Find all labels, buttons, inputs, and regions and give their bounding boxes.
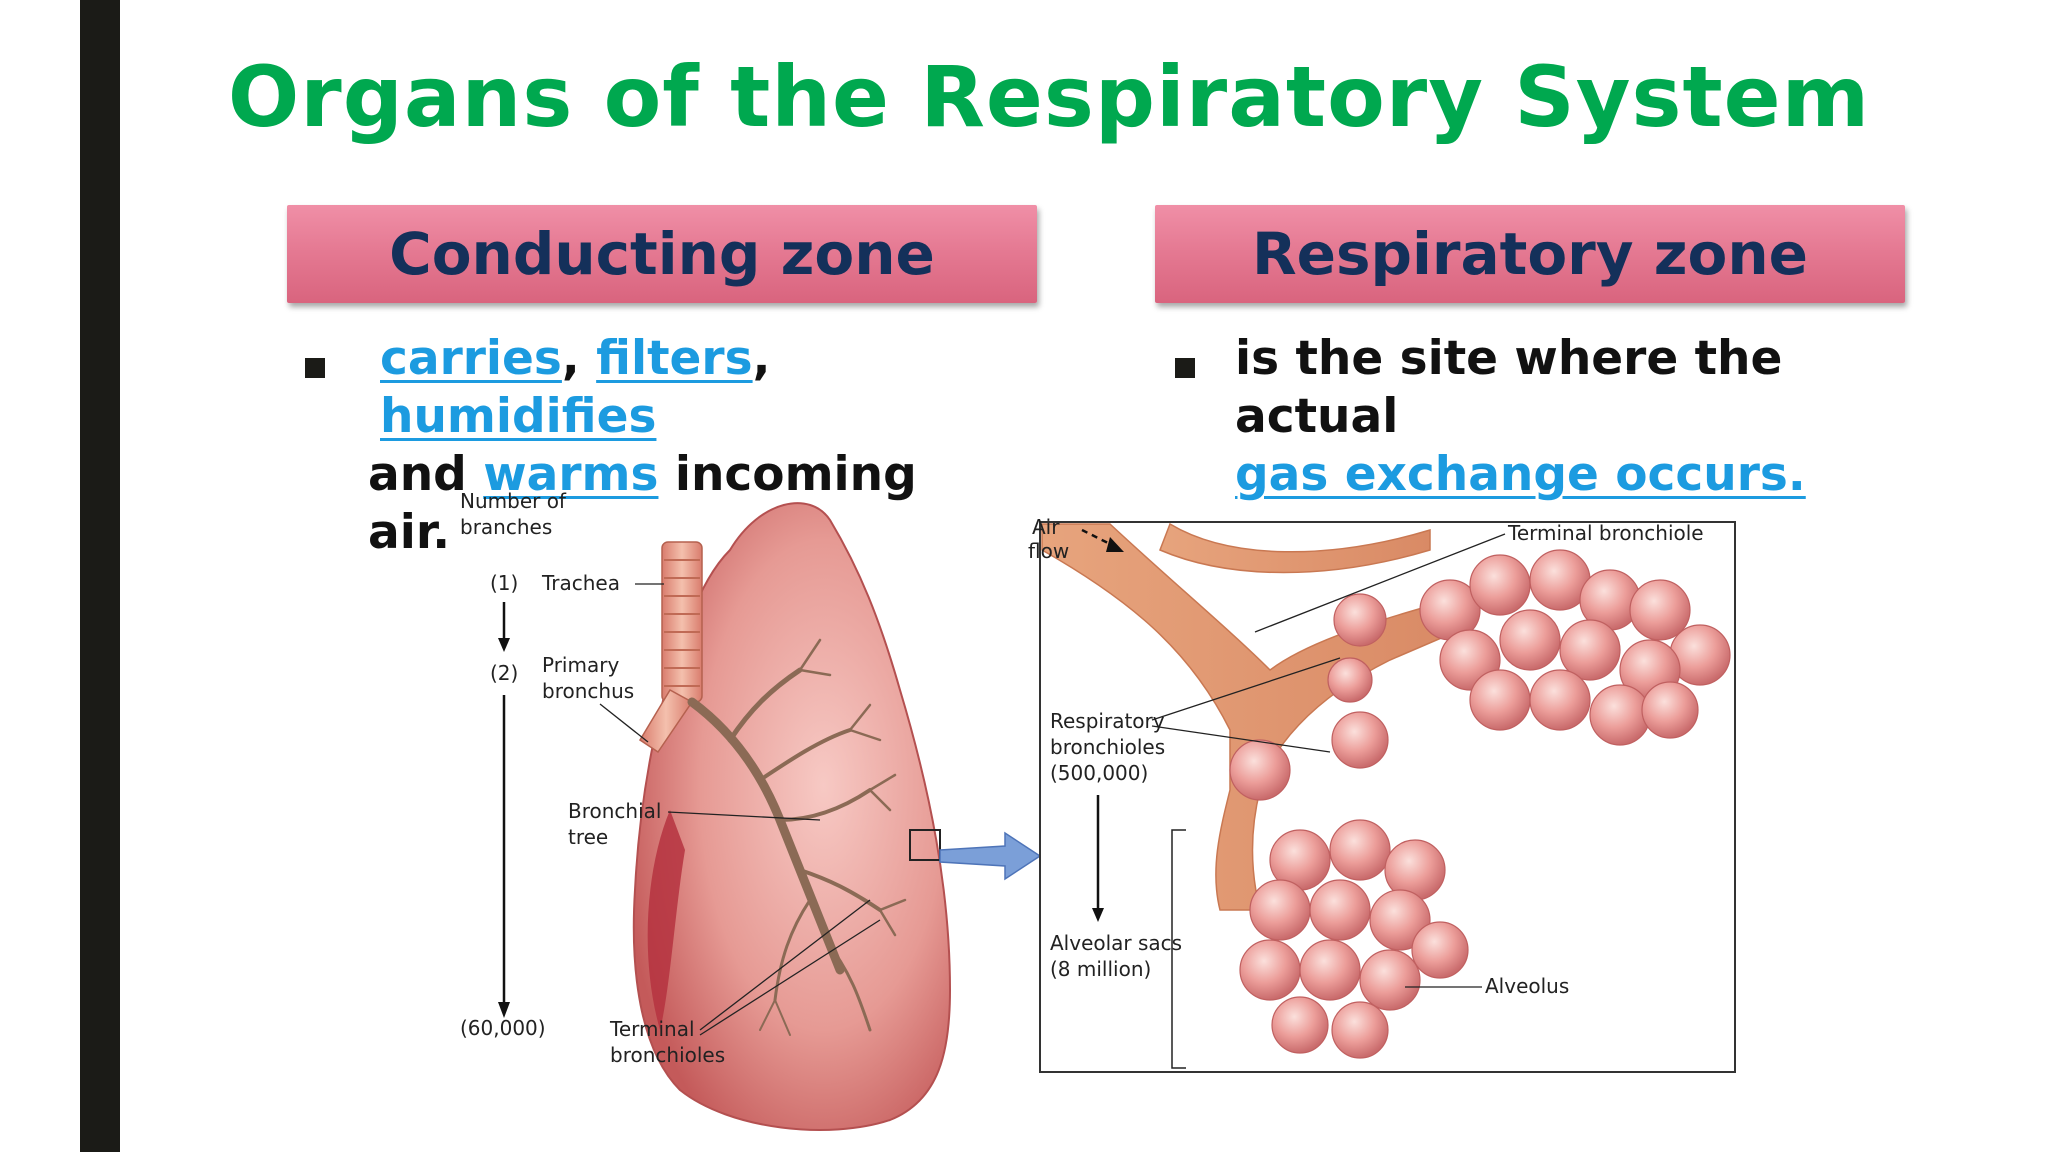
svg-text:bronchioles: bronchioles [1050,735,1165,759]
bullet-square-icon [1175,358,1195,378]
link-filters[interactable]: filters [596,331,753,386]
label-primary-bronchus: Primary [542,653,619,677]
label-number-of-branches: Number of [460,490,567,513]
slide-title: Organs of the Respiratory System [227,48,1871,146]
left-accent-bar [80,0,120,1152]
label-count-2: (2) [490,661,518,685]
svg-text:flow: flow [1028,539,1069,563]
svg-text:tree: tree [568,825,608,849]
trachea-shape [661,541,703,703]
svg-text:(500,000): (500,000) [1050,761,1148,785]
svg-text:bronchus: bronchus [542,679,634,703]
respiratory-diagram: Number of branches (1) (2) (60,000) Trac… [460,490,1736,1131]
conducting-zone-description: carries, filters, humidifies and warms i… [368,331,917,560]
lung-shape [632,502,952,1131]
label-respiratory-bronchioles: Respiratory [1050,709,1165,733]
label-alveolar-sacs: Alveolar sacs [1050,931,1182,955]
svg-text:bronchioles: bronchioles [610,1043,725,1067]
svg-text:(8 million): (8 million) [1050,957,1151,981]
label-terminal-bronchioles: Terminal [609,1017,695,1041]
label-count-60000: (60,000) [460,1016,546,1040]
label-terminal-bronchiole: Terminal bronchiole [1507,521,1704,545]
link-warms[interactable]: warms [483,447,659,502]
respiratory-zone-description: is the site where the actual gas exchang… [1235,331,1806,502]
label-bronchial-tree: Bronchial [568,799,661,823]
link-carries[interactable]: carries [380,331,562,386]
label-trachea: Trachea [541,571,620,595]
respiratory-zone-header: Respiratory zone [1155,205,1905,303]
label-count-1: (1) [490,571,518,595]
alveolar-sac-cluster [1229,549,1731,801]
label-alveolus: Alveolus [1485,974,1569,998]
zoom-box [909,829,941,861]
alveolar-sac-cluster [1239,819,1469,1059]
svg-text:branches: branches [460,515,552,539]
link-gas-exchange[interactable]: gas exchange occurs. [1235,447,1806,502]
conducting-zone-header: Conducting zone [287,205,1037,303]
zoom-arrow-icon [939,831,1042,881]
bronchial-tree [687,638,907,1036]
link-humidifies[interactable]: humidifies [380,389,657,444]
bullet-square-icon [305,358,325,378]
label-air-flow: Air [1032,515,1060,539]
